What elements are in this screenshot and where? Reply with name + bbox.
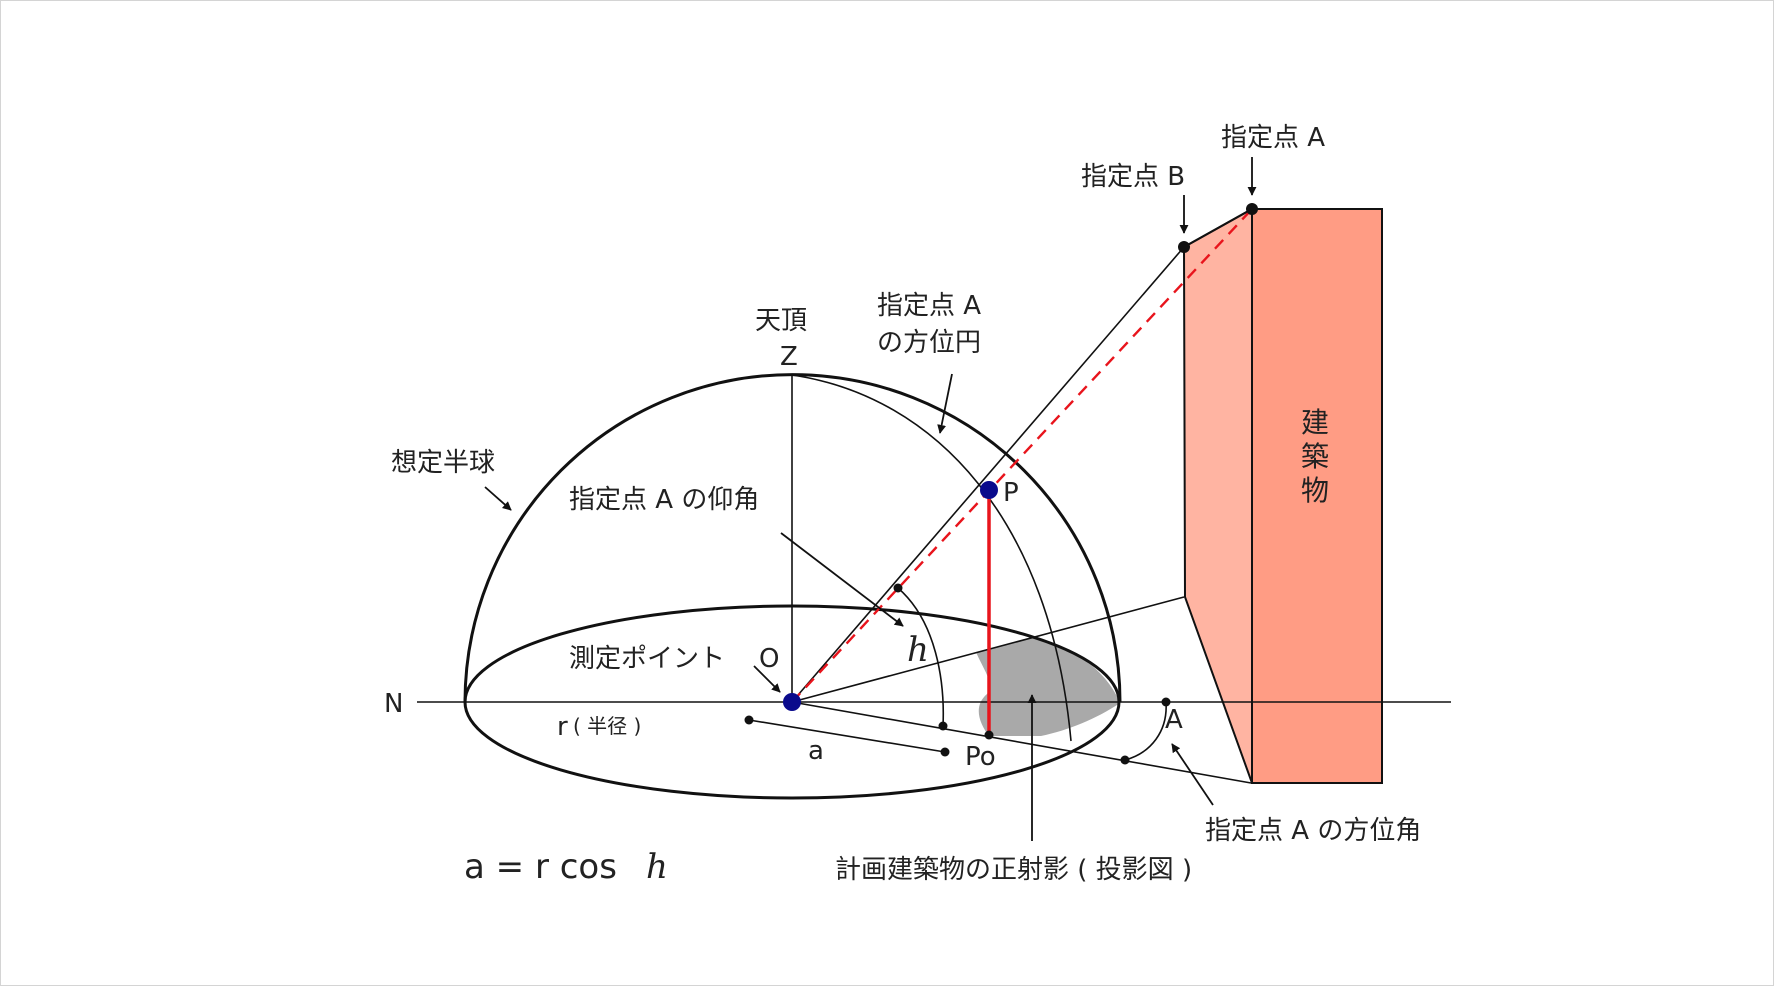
elevation-angle-arrow — [780, 532, 904, 627]
label-point-b: 指定点 B — [1081, 162, 1185, 192]
point-po-dot — [984, 730, 994, 740]
label-azimuth-circle-1: 指定点 A — [877, 291, 981, 321]
label-radius-note: ( 半径 ) — [573, 714, 641, 738]
building-front-face — [1251, 208, 1383, 784]
azimuth-angle-arc — [1124, 701, 1167, 761]
sight-line-b — [791, 246, 1185, 703]
label-a-symbol: a — [808, 736, 824, 766]
point-p-dot — [980, 481, 998, 499]
azimuth-arc-top-dot — [1161, 697, 1171, 707]
label-building-char-1: 建 — [1301, 406, 1329, 439]
elevation-arc-end-dot — [893, 583, 903, 593]
label-measure-point: 測定ポイント — [569, 644, 725, 674]
label-north: N — [384, 689, 403, 719]
label-radius: r — [557, 712, 568, 742]
building-shadow-projection — [976, 638, 1120, 736]
building-roof-edge — [1183, 208, 1253, 248]
elevation-arc-base-dot — [938, 721, 948, 731]
label-azimuth-circle-2: の方位円 — [877, 328, 981, 358]
label-origin: O — [759, 644, 779, 674]
label-shadow-caption: 計画建築物の正射影 ( 投影図 ) — [835, 855, 1192, 885]
label-h-symbol: h — [907, 630, 929, 670]
azimuth-circle-arrow — [937, 373, 953, 434]
elevation-angle-arc — [897, 587, 945, 727]
label-zenith: Z — [780, 342, 798, 372]
dimension-a-line — [748, 719, 946, 753]
label-azimuth-angle: 指定点 A の方位角 — [1205, 816, 1421, 846]
building-side-face — [1182, 207, 1253, 784]
label-zenith-title: 天頂 — [755, 306, 807, 336]
sight-line-a — [791, 208, 1253, 703]
azimuth-circle-arc — [791, 374, 1072, 742]
hemisphere-arrow — [484, 486, 512, 511]
azimuth-arc-bottom-dot — [1120, 755, 1130, 765]
origin-point-dot — [783, 693, 801, 711]
azimuth-angle-arrow — [1171, 743, 1214, 806]
point-b-dot — [1178, 241, 1190, 253]
label-azimuth-symbol: A — [1165, 705, 1183, 735]
measure-point-arrow — [753, 665, 781, 693]
formula-h: h — [646, 847, 668, 887]
label-point-po: Po — [965, 742, 996, 772]
formula-lhs: a = r cos — [464, 847, 617, 887]
label-building-char-3: 物 — [1301, 474, 1329, 507]
point-a-dot — [1246, 203, 1258, 215]
ray-to-building-lower — [791, 701, 1252, 784]
label-point-a: 指定点 A — [1221, 123, 1325, 153]
label-hemisphere: 想定半球 — [391, 448, 495, 478]
dimension-a-end-dot — [940, 747, 950, 757]
label-elevation-angle: 指定点 A の仰角 — [569, 485, 759, 515]
label-building-char-2: 築 — [1301, 440, 1329, 473]
label-point-p: P — [1003, 478, 1019, 508]
dimension-a-start-dot — [744, 715, 754, 725]
